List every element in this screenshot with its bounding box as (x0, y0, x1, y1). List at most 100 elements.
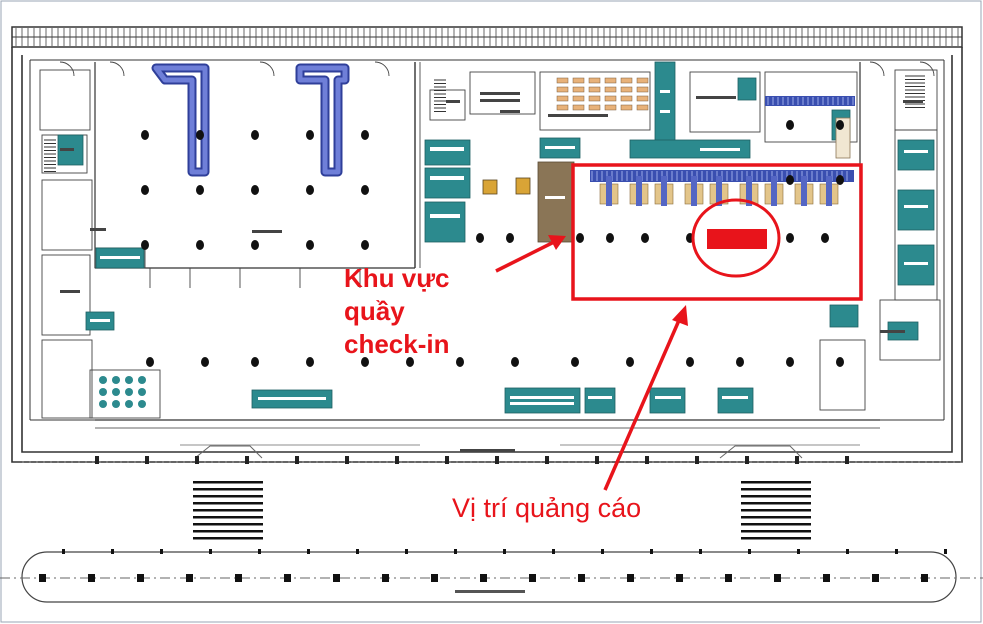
cafe-seat (588, 104, 601, 111)
waiting-seats (99, 376, 146, 408)
column (361, 357, 369, 367)
roof-band (11, 26, 963, 48)
checkin-arrowhead (548, 235, 566, 250)
ad-position-marker (707, 229, 767, 249)
waiting-seat (125, 400, 133, 408)
checkin-counters (599, 176, 839, 206)
lane-marker (111, 549, 114, 554)
lane-post (39, 574, 46, 582)
column (306, 357, 314, 367)
column (146, 357, 154, 367)
checkin-area-label: Khu vực quầy check-in (344, 262, 484, 361)
column (201, 357, 209, 367)
cafe-seat (572, 77, 585, 84)
waiting-seat (112, 376, 120, 384)
crosswalk-stripe (193, 488, 263, 491)
checkin-arrow (495, 238, 559, 273)
lane-post (872, 574, 879, 582)
counter-belt (661, 176, 667, 206)
cafe-seat (588, 77, 601, 84)
cafe-seat (636, 86, 649, 93)
waiting-seat (99, 400, 107, 408)
column (361, 130, 369, 140)
checkin-label-line-1: Khu vực (344, 263, 450, 293)
lane-marker (307, 549, 310, 554)
frontage-posts (95, 456, 849, 464)
counter-belt (771, 176, 777, 206)
frontage-post (345, 456, 349, 464)
ad-position-circle (691, 198, 781, 278)
column (686, 357, 694, 367)
lane-post (431, 574, 438, 582)
lane-marker (895, 549, 898, 554)
lane-post (578, 574, 585, 582)
column (476, 233, 484, 243)
column (506, 233, 514, 243)
checkin-label-line-3: check-in (344, 329, 450, 359)
lane-post (725, 574, 732, 582)
crosswalk-stripe (193, 537, 263, 540)
lane-post (774, 574, 781, 582)
crosswalk-stripe (741, 516, 811, 519)
crosswalk-stripe (741, 481, 811, 484)
lane-marker (601, 549, 604, 554)
cafe-seat (604, 104, 617, 111)
ad-arrow (603, 317, 682, 491)
column (836, 175, 844, 185)
cafe-seat (604, 86, 617, 93)
cafe-seat (588, 95, 601, 102)
frontage-post (395, 456, 399, 464)
counter-belt (606, 176, 612, 206)
waiting-seat (99, 388, 107, 396)
column (196, 240, 204, 250)
waiting-seat (138, 376, 146, 384)
ad-position-label: Vị trí quảng cáo (452, 493, 642, 523)
lane-marker (552, 549, 555, 554)
cafe-seating (556, 77, 649, 111)
column (641, 233, 649, 243)
waiting-seat (138, 388, 146, 396)
column (306, 130, 314, 140)
counter-belt (691, 176, 697, 206)
lane-marker (846, 549, 849, 554)
column (511, 357, 519, 367)
ad-arrowhead (672, 305, 688, 326)
column (306, 185, 314, 195)
lane-post (186, 574, 193, 582)
cafe-seat (620, 77, 633, 84)
frontage-post (245, 456, 249, 464)
column (786, 120, 794, 130)
column (196, 130, 204, 140)
outer-walls (11, 47, 963, 463)
cafe-seat (572, 86, 585, 93)
cafe-seat (604, 77, 617, 84)
frontage-line (22, 444, 962, 463)
waiting-seat (112, 388, 120, 396)
frontage-post (695, 456, 699, 464)
lane-marker (748, 549, 751, 554)
column (456, 357, 464, 367)
lane-post (823, 574, 830, 582)
crosswalk-stripe (741, 530, 811, 533)
lane-marker (650, 549, 653, 554)
cafe-seat (636, 104, 649, 111)
cafe-seat (556, 95, 569, 102)
column (606, 233, 614, 243)
counter-belt (801, 176, 807, 206)
crosswalk-stripe (193, 502, 263, 505)
teal-rooms (57, 61, 935, 414)
column (141, 240, 149, 250)
waiting-seat (125, 388, 133, 396)
column (736, 357, 744, 367)
cafe-seat (556, 77, 569, 84)
frontage-post (95, 456, 99, 464)
column (251, 185, 259, 195)
column (571, 357, 579, 367)
lane-post (235, 574, 242, 582)
frontage-post (645, 456, 649, 464)
column (361, 185, 369, 195)
column (196, 185, 204, 195)
lane-post (529, 574, 536, 582)
column (786, 233, 794, 243)
